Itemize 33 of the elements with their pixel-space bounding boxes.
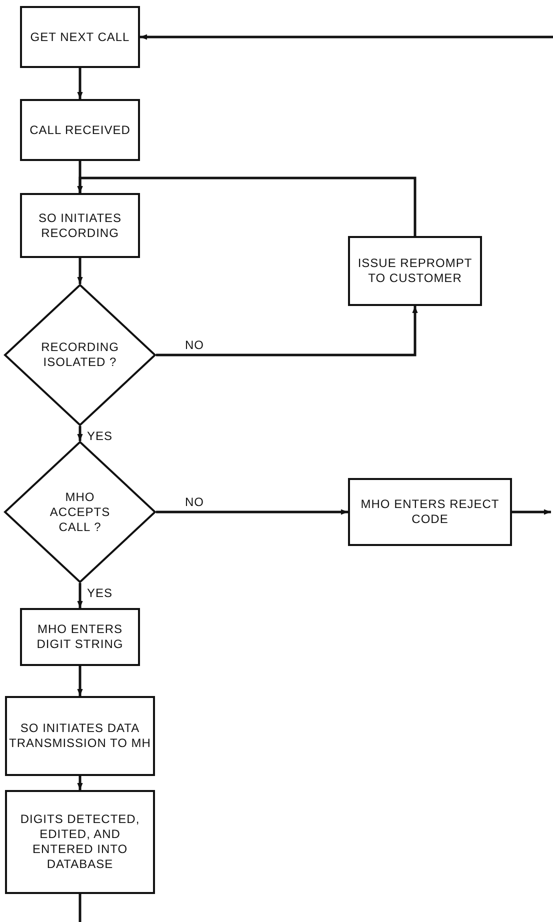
- arrow: [77, 258, 83, 284]
- process-box: [20, 608, 140, 666]
- node-text: ISSUE REPROMPT TO CUSTOMER: [356, 256, 474, 286]
- edge-label: NO: [184, 495, 205, 509]
- node-text: MHO ENTERS DIGIT STRING: [36, 622, 124, 652]
- arrow: [156, 306, 418, 356]
- process-box: [20, 6, 140, 68]
- process-box: [348, 478, 512, 546]
- process-box: [20, 193, 140, 258]
- process-box: [348, 236, 482, 306]
- edge-label: YES: [86, 429, 114, 443]
- node-text: SO INITIATES DATA TRANSMISSION TO MH: [9, 721, 151, 751]
- arrow: [512, 509, 551, 515]
- node-text: DIGITS DETECTED, EDITED, AND ENTERED INTO DATABASE: [19, 812, 141, 872]
- node-text: GET NEXT CALL: [30, 30, 130, 44]
- node-text: MHO ENTERS REJECT CODE: [360, 497, 500, 527]
- arrow: [77, 583, 83, 608]
- arrow: [140, 34, 553, 40]
- process-box: [20, 99, 140, 161]
- process-box: [5, 790, 155, 894]
- arrow: [156, 509, 348, 515]
- node-text: SO INITIATES RECORDING: [37, 210, 123, 240]
- arrow: [77, 176, 416, 236]
- arrow: [77, 426, 83, 441]
- process-box: [5, 696, 155, 776]
- node-text: CALL RECEIVED: [30, 122, 130, 138]
- node-text: MHO ACCEPTS CALL ?: [48, 490, 112, 534]
- arrow: [77, 666, 83, 696]
- edge-label: YES: [86, 586, 114, 600]
- edge-label: NO: [184, 338, 205, 352]
- node-text: RECORDING ISOLATED ?: [40, 340, 120, 370]
- arrow: [77, 68, 83, 99]
- arrow: [77, 776, 83, 790]
